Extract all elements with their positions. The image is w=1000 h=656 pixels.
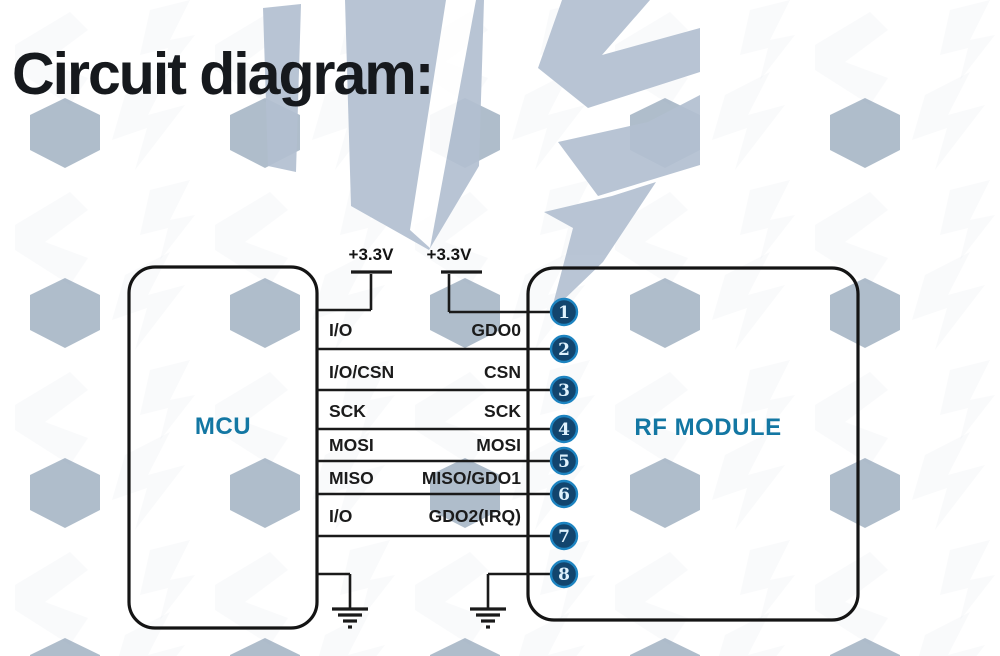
pin-number-6: 6	[558, 485, 570, 505]
mcu-box	[127, 265, 319, 630]
power-label-left: +3.3V	[348, 245, 394, 264]
rf-pin-label-mosi: MOSI	[476, 435, 521, 455]
wire-mcu-vcc	[317, 274, 373, 312]
pin-circle-3	[549, 375, 579, 405]
rf-pin-label-csn: CSN	[484, 362, 521, 382]
watermark-logo-slash	[410, 0, 476, 248]
pin-circle-4	[549, 414, 579, 444]
mcu-pin-label-sck: SCK	[329, 401, 366, 421]
mcu-label: MCU	[194, 413, 252, 440]
pin-circle-2	[549, 334, 579, 364]
watermark-bolt-tail	[544, 182, 656, 312]
pin-circle-6	[549, 479, 579, 509]
mcu-pin-label-io1: I/O	[329, 320, 353, 340]
wire-rf-vcc-pin1	[447, 274, 551, 314]
watermark-bolt-mid	[558, 95, 700, 196]
pin-number-8: 8	[558, 565, 570, 585]
pin-circle-1	[549, 297, 579, 327]
pin-circle-5	[549, 446, 579, 476]
pin-number-2: 2	[558, 340, 570, 360]
rf-pin-label-sck: SCK	[484, 401, 521, 421]
pin-number-3: 3	[558, 381, 570, 401]
mcu-pin-label-miso: MISO	[329, 468, 374, 488]
mcu-pin-label-mosi: MOSI	[329, 435, 374, 455]
pin-circles: 1 2 3 4 5 6 7 8	[549, 297, 579, 589]
rf-module-box	[526, 266, 860, 622]
pin-number-7: 7	[558, 527, 570, 547]
ground-symbol-rf	[470, 607, 506, 629]
pin-number-1: 1	[558, 303, 570, 323]
wire-rf-ground-pin8	[486, 572, 551, 608]
watermark-bolt-top	[538, 0, 700, 108]
watermark-logo-bar	[263, 4, 301, 172]
power-label-right: +3.3V	[426, 245, 472, 264]
pin-circle-8	[549, 559, 579, 589]
pin-number-5: 5	[558, 452, 570, 472]
wire-mcu-ground	[317, 572, 352, 608]
rf-pin-label-gdo2irq: GDO2(IRQ)	[428, 506, 521, 526]
rf-pin-label-misogdo1: MISO/GDO1	[421, 468, 521, 488]
rf-pin-label-gdo0: GDO0	[471, 320, 521, 340]
mcu-pin-label-io2: I/O	[329, 506, 353, 526]
watermark-logo	[263, 0, 700, 312]
page-title: Circuit diagram:	[12, 41, 434, 107]
ground-symbol-mcu	[332, 607, 368, 629]
pin-number-4: 4	[558, 420, 570, 440]
mcu-pin-label-iocsn: I/O/CSN	[329, 362, 395, 382]
rf-module-label: RF MODULE	[634, 414, 782, 441]
pin-circle-7	[549, 521, 579, 551]
